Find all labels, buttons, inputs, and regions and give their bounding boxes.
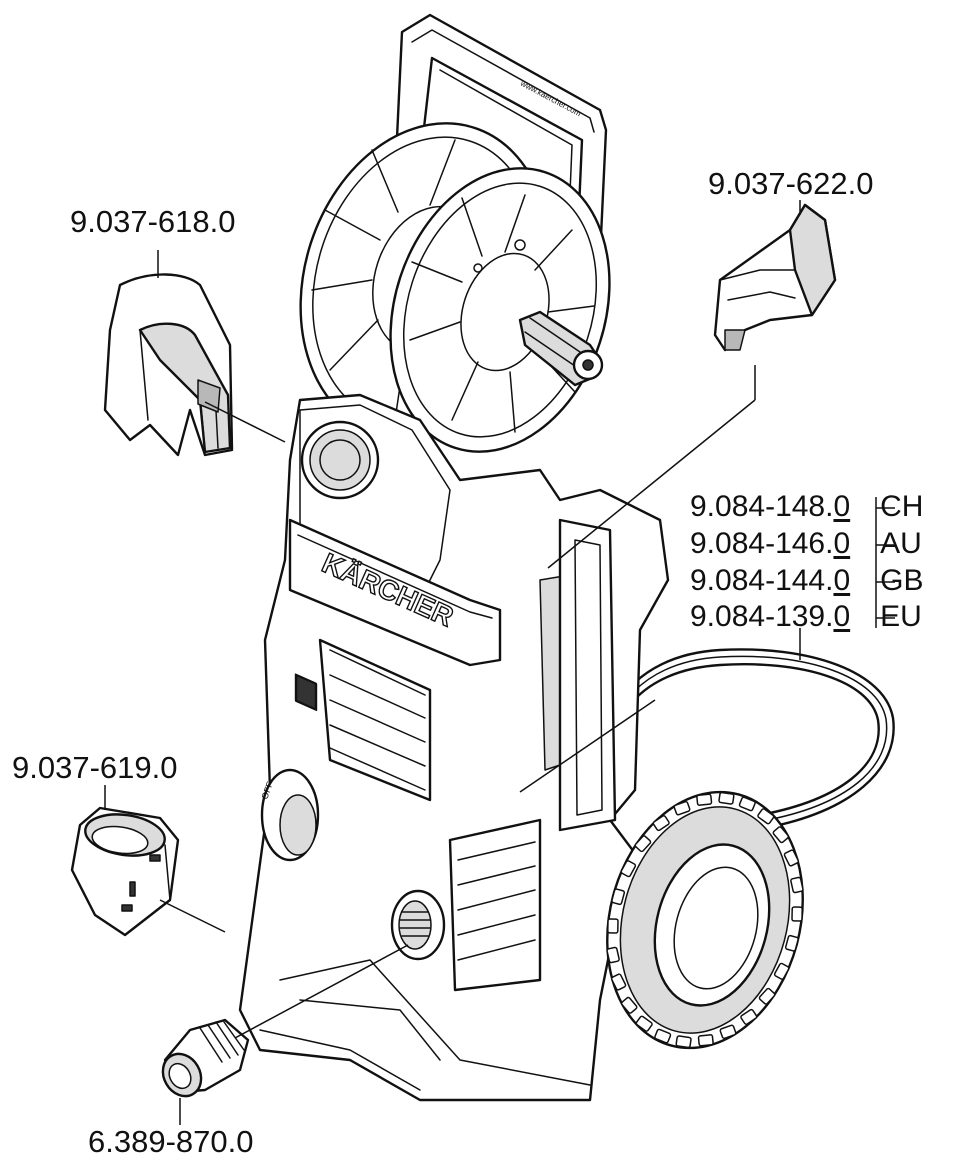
power-cord-region: GB — [880, 564, 924, 597]
label-cable-hook: 9.037-619.0 — [12, 750, 178, 785]
wheel-tread-block — [620, 996, 638, 1014]
wheel-tread-block — [718, 791, 735, 805]
wheel-tread-block — [784, 934, 799, 952]
reel-crank — [518, 310, 604, 387]
wheel-tread-block — [652, 815, 670, 832]
power-cord-part-number: 9.084-144. — [690, 564, 834, 597]
main-body: KÄRCHER OFF — [238, 393, 670, 1102]
part-hose-adapter — [161, 1018, 250, 1098]
leader-lines — [104, 200, 895, 1125]
label-hose-adapter: 6.389-870.0 — [88, 1124, 254, 1159]
power-cord-part-number: 9.084-148. — [690, 490, 834, 523]
wheel-tread-block — [620, 860, 637, 878]
power-cord-part-suffix: 0 — [833, 564, 851, 597]
wheel-tread-block — [675, 1035, 692, 1049]
label-accessory-holder: 9.037-618.0 — [70, 204, 236, 239]
power-cord-row: 9.084-139.0 EU — [690, 602, 922, 632]
wheel-tread-block — [697, 1034, 714, 1047]
wheel-tread-block — [740, 1008, 758, 1025]
power-cord-region: CH — [880, 490, 924, 523]
wheel-tread-block — [758, 987, 776, 1005]
wheel-tread-block — [673, 800, 691, 816]
part-nozzle-holder — [713, 203, 837, 352]
wheel-tread-block — [757, 808, 775, 825]
hose-reel — [299, 122, 611, 453]
wheel-tread-block — [791, 906, 803, 922]
wheel-tread-block — [790, 876, 804, 894]
power-cord-part-number: 9.084-139. — [690, 600, 834, 633]
power-cord-part-number: 9.084-146. — [690, 527, 834, 560]
wheel-tread-block — [607, 918, 619, 934]
power-cord-part-suffix: 0 — [833, 527, 851, 560]
wheel-tread-block — [773, 962, 790, 980]
wheel-tread-block — [738, 796, 756, 812]
wheel-tread-block — [654, 1028, 672, 1044]
wheel-tread-block — [611, 888, 626, 906]
power-cord-region: AU — [880, 527, 922, 560]
wheel-tread-block — [606, 946, 620, 964]
wheel-tread-block — [610, 973, 627, 991]
power-cord-row: 9.084-144.0 GB — [690, 566, 924, 596]
power-cord-row: 9.084-148.0 CH — [690, 492, 923, 522]
power-cord-row: 9.084-146.0 AU — [690, 529, 922, 559]
wheel-tread-block — [696, 793, 713, 806]
wheel-tread-block — [719, 1024, 737, 1040]
part-cable-hook — [70, 806, 180, 937]
wheel-tread-block — [635, 1015, 653, 1032]
power-cord-part-suffix: 0 — [833, 600, 851, 633]
power-cord-region: EU — [880, 600, 922, 633]
wheel-tread-block — [783, 849, 800, 867]
power-cord-part-suffix: 0 — [833, 490, 851, 523]
part-accessory-holder — [103, 273, 234, 457]
wheel — [606, 790, 804, 1050]
wheel-tread-block — [634, 835, 652, 853]
wheel-tread-block — [772, 826, 790, 844]
label-nozzle-holder: 9.037-622.0 — [708, 166, 874, 201]
